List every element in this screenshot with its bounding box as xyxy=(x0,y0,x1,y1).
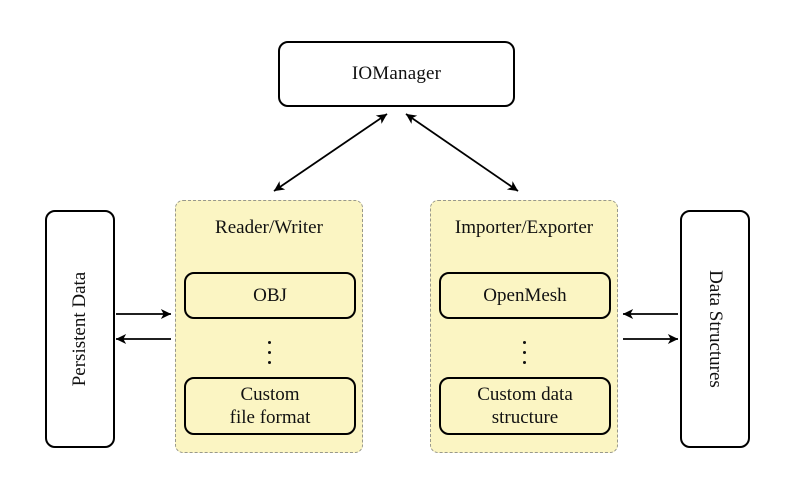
group-reader-writer-label: Reader/Writer xyxy=(215,217,323,238)
group-importer-exporter-label: Importer/Exporter xyxy=(454,217,594,238)
node-obj-label: OBJ xyxy=(253,284,287,306)
group-reader-writer: Reader/Writer OBJ Custom file format xyxy=(175,200,363,453)
node-iomanager-label: IOManager xyxy=(351,63,442,84)
node-data-structures-label: Data Structures xyxy=(705,270,726,388)
node-custom-data-structure: Custom data structure xyxy=(439,377,611,435)
node-openmesh-label: OpenMesh xyxy=(483,284,567,306)
edge-iomanager-importerexporter xyxy=(405,113,519,192)
group-importer-exporter: Importer/Exporter OpenMesh Custom data s… xyxy=(430,200,618,453)
node-custom-data-structure-line1: Custom data xyxy=(477,383,573,405)
node-custom-file-format-line2: file format xyxy=(229,407,311,428)
vertical-dots-icon xyxy=(176,335,362,369)
node-openmesh: OpenMesh xyxy=(439,272,611,319)
node-custom-file-format: Custom file format xyxy=(184,377,356,435)
node-custom-data-structure-line2: structure xyxy=(491,407,559,428)
node-data-structures: Data Structures xyxy=(680,210,750,448)
edge-iomanager-readerwriter xyxy=(273,113,388,192)
node-persistent-data-label: Persistent Data xyxy=(69,271,90,387)
node-iomanager: IOManager xyxy=(278,41,515,107)
node-persistent-data: Persistent Data xyxy=(45,210,115,448)
node-obj: OBJ xyxy=(184,272,356,319)
vertical-dots-icon xyxy=(431,335,617,369)
node-custom-file-format-line1: Custom xyxy=(240,383,300,405)
